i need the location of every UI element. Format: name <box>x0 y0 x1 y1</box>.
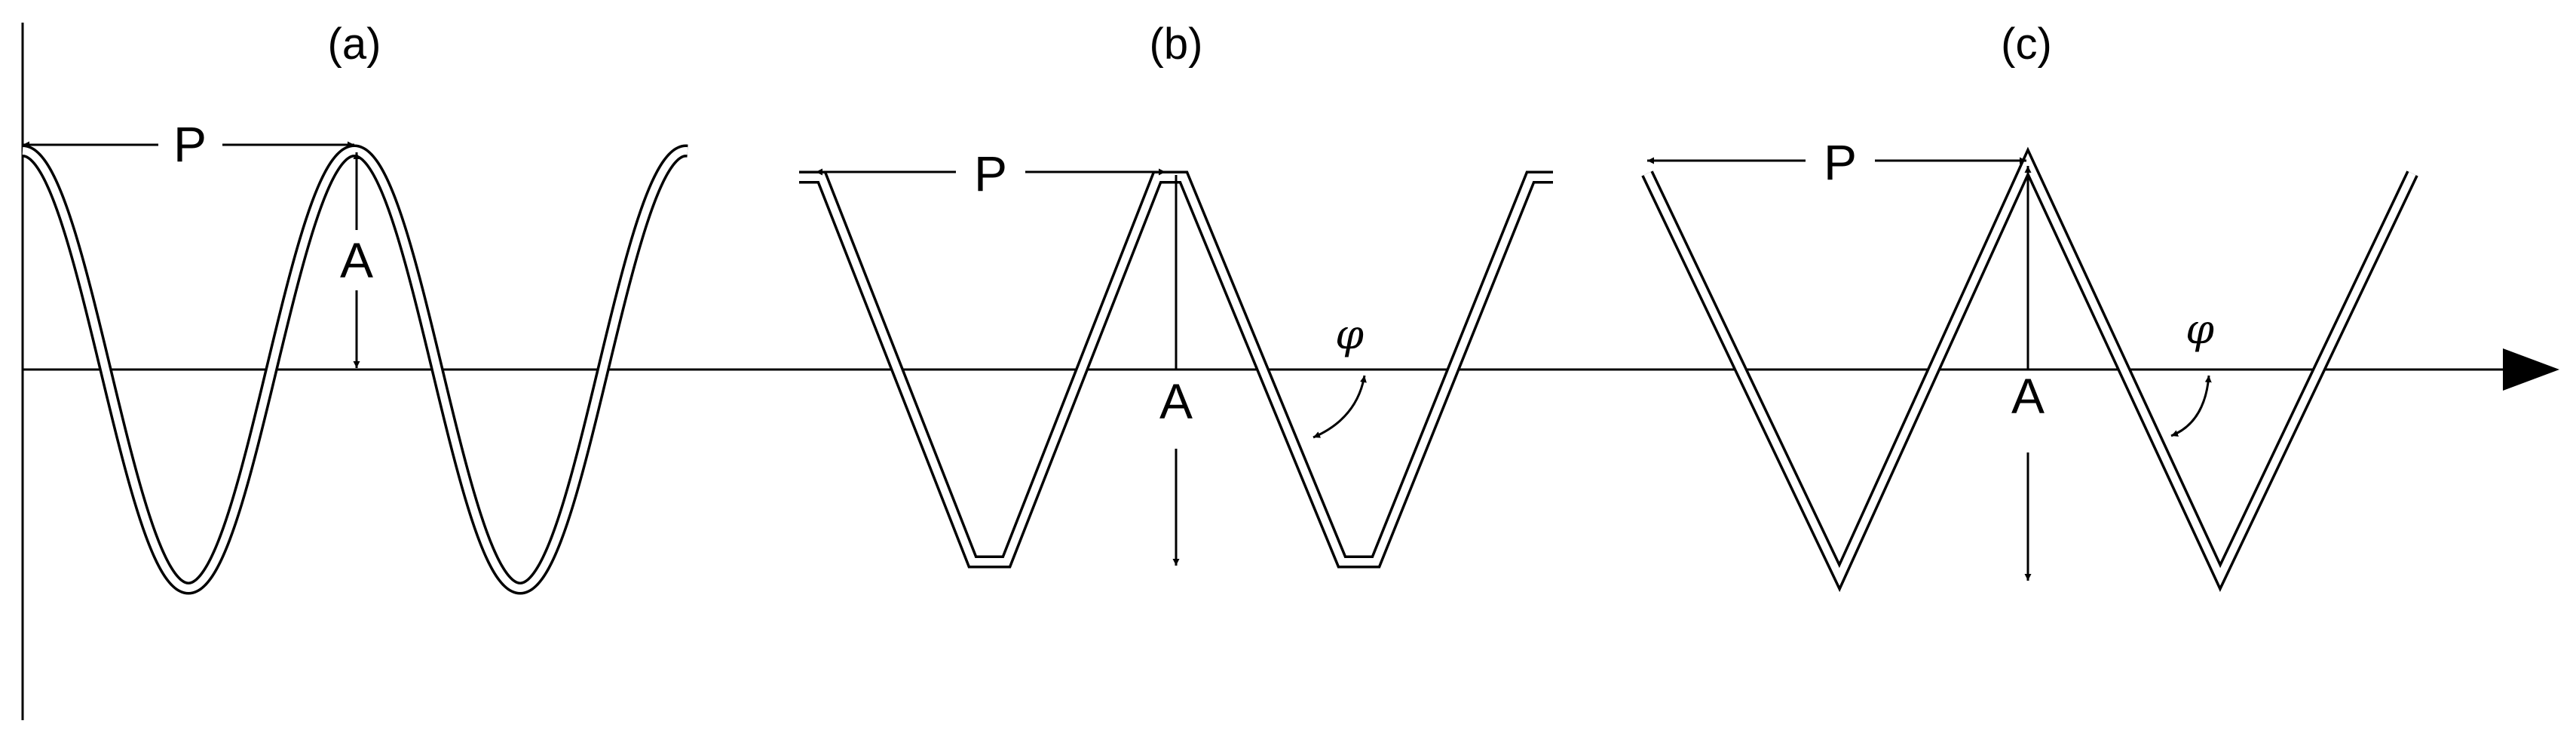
panel-c-angle-arc <box>2170 375 2212 437</box>
panel-a-label: (a) <box>328 20 381 69</box>
panel-b-angle-label: φ <box>1335 311 1364 358</box>
panel-c-label: (c) <box>2001 20 2052 69</box>
panel-b-angle-arc <box>1313 375 1367 439</box>
panel-a-sine-wall-fill <box>22 146 688 593</box>
panel-a-period-label: P <box>173 116 207 172</box>
panel-b-label: (b) <box>1150 20 1203 69</box>
panel-c: (c) P A φ <box>1641 20 2418 593</box>
panel-a: (a) P A <box>22 20 688 595</box>
panel-c-amplitude-label: A <box>2011 368 2045 424</box>
panel-c-triangle-wall-fill <box>1643 153 2416 586</box>
panel-b: (b) P A φ <box>799 20 1553 569</box>
panel-b-trapezoid-wall-fill <box>799 173 1553 566</box>
panel-c-angle-label: φ <box>2185 305 2214 353</box>
x-axis-arrowhead <box>2503 348 2559 391</box>
panel-b-period-label: P <box>974 146 1007 201</box>
panel-c-period-label: P <box>1824 134 1857 190</box>
panel-a-amplitude-label: A <box>340 232 373 288</box>
panel-b-amplitude-label: A <box>1159 373 1193 429</box>
